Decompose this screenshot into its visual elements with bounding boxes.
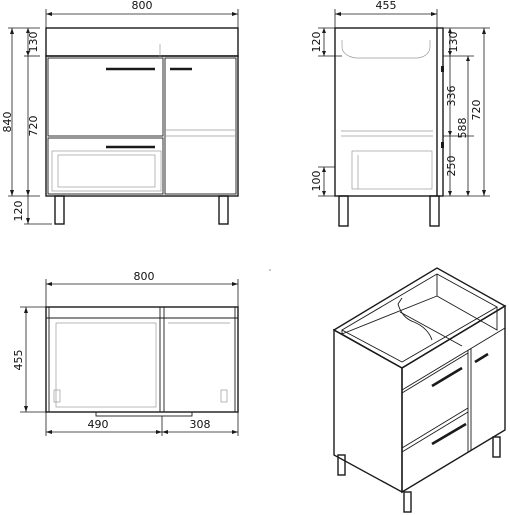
top-hinge-right — [220, 389, 228, 403]
top-depth-arrow-t — [24, 307, 28, 313]
iso-handle-lower — [431, 422, 467, 446]
front-leg-right — [218, 195, 229, 225]
side-depth-label: 455 — [376, 0, 397, 12]
iso-top-rim — [341, 273, 498, 363]
side-leg-front — [429, 195, 440, 227]
top-left-part-label: 490 — [88, 418, 109, 431]
side-handle-lower — [441, 142, 444, 148]
side-upper-arrow-b — [448, 131, 452, 136]
front-body-label: 720 — [27, 116, 40, 137]
side-view: 455 120 100 130 336 250 — [310, 0, 490, 227]
front-width-label: 800 — [132, 0, 153, 12]
front-top-arrow-t — [26, 28, 30, 33]
front-legs-arrow-b — [26, 218, 30, 224]
top-width-label: 800 — [134, 270, 155, 283]
front-right-door — [164, 57, 237, 195]
front-hidden-drawer-inner — [57, 154, 156, 188]
iso-inner-left-floor — [341, 295, 438, 335]
iso-side-face — [333, 328, 403, 494]
front-leg-left — [54, 195, 65, 225]
front-width-arrow-r — [232, 12, 238, 16]
top-split-arrow-r — [232, 430, 238, 434]
side-drawer-space-arrow-b — [466, 191, 470, 196]
iso-inner-back-wall — [436, 274, 498, 331]
side-legs-label: 100 — [310, 171, 323, 192]
top-split-arrow-l — [46, 430, 52, 434]
front-height-total-arrow-t — [10, 28, 14, 34]
side-lower-arrow-b — [448, 191, 452, 196]
side-handle-upper — [441, 66, 444, 72]
iso-handle-door — [474, 352, 489, 364]
side-depth-arrow-r — [431, 12, 437, 16]
front-legs-label: 120 — [12, 201, 25, 222]
top-depth-arrow-b — [24, 406, 28, 412]
iso-siphon-cutout — [397, 303, 433, 341]
side-hidden-drawer — [351, 150, 433, 190]
side-siphon-cutout — [341, 40, 431, 59]
front-upper-left-panel — [47, 57, 164, 137]
side-legs-arrow-t — [322, 167, 326, 172]
front-height-total-label: 840 — [1, 112, 14, 133]
front-carcass — [45, 55, 239, 197]
front-view: 800 840 130 720 120 — [1, 0, 239, 225]
iso-handle-upper — [431, 366, 463, 388]
top-hidden-drawer — [55, 322, 157, 408]
side-legs-arrow-b — [322, 191, 326, 196]
iso-drawer-divide-2 — [401, 411, 469, 453]
front-lower-drawer — [47, 137, 164, 195]
side-body-arrow-t — [482, 28, 486, 34]
iso-upper-panel-line — [401, 352, 469, 394]
top-hinge-left — [53, 389, 61, 403]
side-upper-label: 336 — [445, 86, 458, 107]
side-body-label: 720 — [470, 100, 483, 121]
stray-dot — [269, 269, 271, 271]
iso-leg-front-right — [492, 436, 501, 458]
side-top-left-label: 120 — [310, 32, 323, 53]
side-lower-label: 250 — [445, 156, 458, 177]
side-carcass — [334, 27, 444, 197]
side-top-left-arrow-t — [322, 28, 326, 33]
front-top-strip — [45, 27, 239, 57]
iso-inner-divider — [399, 311, 463, 347]
iso-leg-back-left — [337, 454, 346, 476]
top-split-arrow-m1 — [156, 430, 162, 434]
top-width-arrow-l — [46, 282, 52, 286]
iso-front-top-strip — [401, 327, 506, 391]
top-view: 800 455 490 308 — [12, 270, 239, 436]
side-drawer-space-label: 588 — [456, 118, 469, 139]
iso-siphon-edge — [397, 297, 403, 305]
front-top-label: 130 — [27, 32, 40, 53]
iso-drawer-divide — [401, 407, 469, 449]
side-body-arrow-b — [482, 190, 486, 196]
top-right-part-label: 308 — [190, 418, 211, 431]
top-handles — [95, 411, 193, 417]
front-top-arrow-b — [26, 51, 30, 56]
iso-top-face — [332, 267, 507, 369]
iso-leg-front-left — [403, 491, 412, 513]
side-top-right-arrow-t — [448, 28, 452, 33]
front-height-total-arrow-b — [10, 190, 14, 196]
front-hidden-drawer — [51, 150, 162, 192]
iso-front-face — [401, 304, 506, 494]
side-top-right-arrow-b — [448, 51, 452, 56]
iso-view — [269, 267, 507, 513]
front-body-arrow-b — [26, 190, 30, 196]
side-top-left-arrow-b — [322, 51, 326, 56]
top-depth-label: 455 — [12, 350, 25, 371]
top-width-arrow-r — [232, 282, 238, 286]
front-width-arrow-l — [46, 12, 52, 16]
top-split-arrow-m2 — [162, 430, 168, 434]
side-leg-back — [338, 195, 349, 227]
side-depth-arrow-l — [335, 12, 341, 16]
side-drawer-space-arrow-t — [466, 56, 470, 61]
side-top-right-label: 130 — [447, 32, 460, 53]
